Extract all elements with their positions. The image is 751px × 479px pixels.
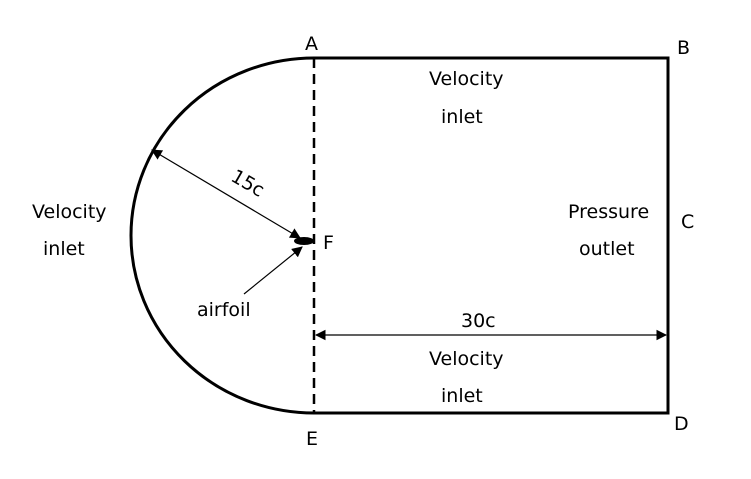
point-label-d: D: [674, 413, 689, 435]
point-label-a: A: [305, 33, 318, 55]
point-label-c: C: [681, 211, 694, 233]
left-boundary-label-line2: inlet: [43, 238, 85, 260]
point-label-b: B: [677, 37, 690, 59]
right-boundary-label-line2: outlet: [579, 238, 635, 260]
top-boundary-label-line1: Velocity: [429, 68, 504, 90]
point-label-e: E: [306, 428, 318, 450]
radius-label: 15c: [227, 165, 268, 201]
radius-arrow: [151, 149, 301, 239]
airfoil-pointer-arrow: [243, 246, 303, 295]
bottom-boundary-label-line1: Velocity: [429, 348, 504, 370]
top-boundary-label-line2: inlet: [441, 106, 483, 128]
left-boundary-label-line1: Velocity: [32, 201, 107, 223]
length-label: 30c: [461, 310, 496, 332]
point-label-f: F: [323, 232, 334, 254]
airfoil-shape: [294, 237, 314, 245]
bottom-boundary-label-line2: inlet: [441, 385, 483, 407]
airfoil-label: airfoil: [197, 299, 251, 321]
right-boundary-label-line1: Pressure: [568, 201, 649, 223]
domain-boundary: [129, 56, 670, 415]
